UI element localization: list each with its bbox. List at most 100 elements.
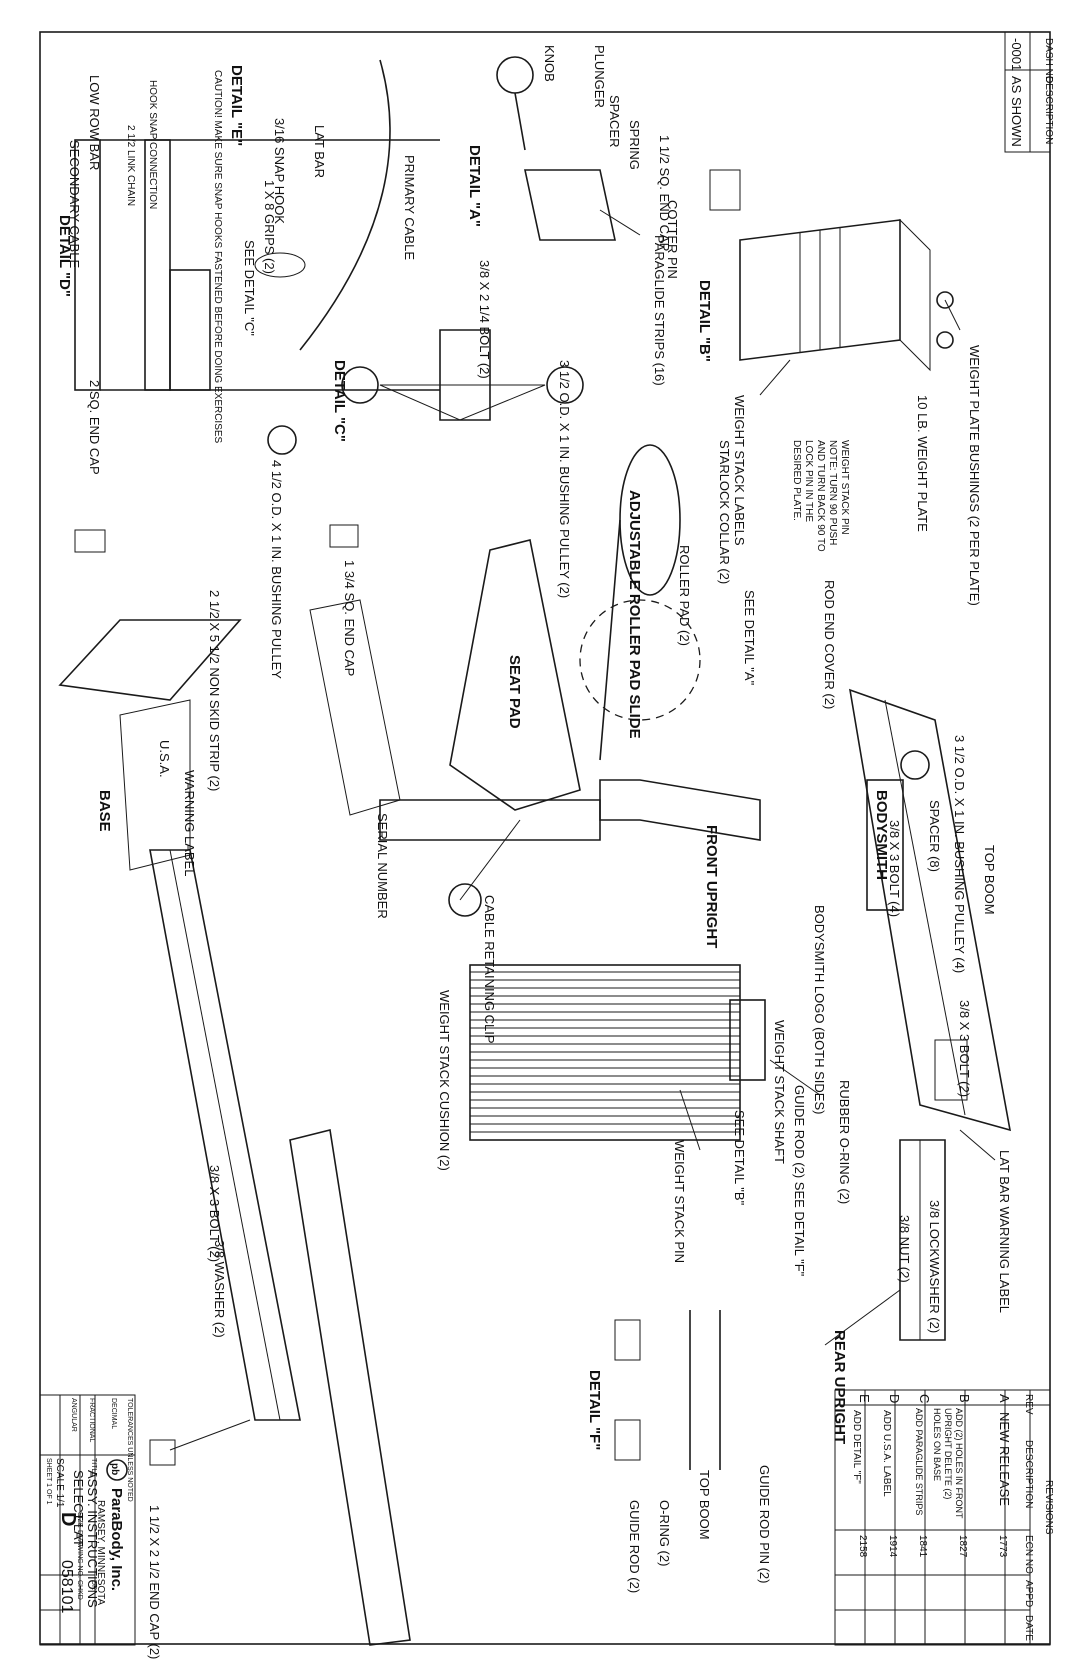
see-detail-a-label: SEE DETAIL "A" — [742, 590, 757, 686]
low-row-bar-label: LOW ROW BAR — [87, 75, 102, 170]
rear-upright: REAR UPRIGHT LAT BAR WARNING LABEL — [831, 1139, 1012, 1444]
end-cap-icon — [709, 169, 741, 211]
grips-top-label: 1 X 8 GRIPS (2) — [262, 180, 277, 274]
hook-snap-label: HOOK SNAP CONNECTION — [147, 80, 158, 209]
nut-label: 3/8 NUT (2) — [897, 1215, 912, 1283]
roller-pad-assembly: ROLLER PAD (2) STARLOCK COLLAR (2) ADJUS… — [579, 440, 837, 761]
secondary-cable-label: SECONDARY CABLE — [67, 140, 82, 268]
bushing-pulley-c-label: 3 1/2 O.D. X 1 IN. BUSHING PULLEY (2) — [557, 360, 572, 598]
title-label: TITLE — [90, 1458, 97, 1477]
detail-f-label: DETAIL "F" — [586, 1370, 603, 1450]
ecn-col: ECN NO — [1023, 1535, 1034, 1574]
revisions-block: REVISIONS REV DESCRIPTION ECN NO APPD DA… — [834, 1389, 1054, 1646]
drawing-title-1: ASSY. INSTRUCTIONS — [85, 1470, 100, 1608]
front-upright: FRONT UPRIGHT — [379, 779, 761, 948]
rev-e-ecn: 2158 — [857, 1535, 868, 1558]
top-boom-f-label: TOP BOOM — [697, 1470, 712, 1540]
detail-e-label: DETAIL "E" — [228, 65, 245, 146]
rev-col: REV — [1023, 1394, 1034, 1415]
lat-bar-warning-label: LAT BAR WARNING LABEL — [997, 1150, 1012, 1313]
starlock-label: STARLOCK COLLAR (2) — [717, 440, 732, 584]
weight-stack: WEIGHT STACK SHAFT WEIGHT STACK PIN SEE … — [437, 964, 852, 1277]
drawing-border — [39, 31, 1051, 1645]
dash-no-label: DASH NO — [1043, 38, 1054, 84]
usa-label: U.S.A. — [157, 740, 172, 778]
detail-c-assembly: DETAIL "C" 3/8 X 2 1/4 BOLT (2) 3 1/2 O.… — [331, 260, 584, 598]
bottom-callouts: 1 1/2 X 2 1/2 END CAP (2) 3/8 WASHER (2)… — [147, 1165, 227, 1659]
warning-label-text: WARNING LABEL — [182, 770, 197, 876]
rev-b-desc: ADD (2) HOLES IN FRONT UPRIGHT DELETE (2… — [932, 1408, 964, 1519]
drawing-title-2: SELECT LAT — [71, 1470, 86, 1547]
angular-label: ANGULAR — [70, 1398, 77, 1432]
see-detail-c-label: SEE DETAIL "C" — [242, 240, 257, 336]
svg-text:pb: pb — [109, 1463, 120, 1475]
rev-c-ecn: 1841 — [917, 1535, 928, 1558]
rear-base-leg — [289, 1129, 411, 1646]
serial-number-label: SERIAL NUMBER — [375, 813, 390, 919]
drawing-no: 058101 — [58, 1560, 75, 1613]
weight-stack-cushion-label: WEIGHT STACK CUSHION (2) — [437, 990, 452, 1171]
detail-b-label: DETAIL "B" — [696, 280, 713, 362]
leader-lines — [169, 209, 996, 1451]
bolt-3-right-label: 3/8 X 3 BOLT (2) — [957, 1000, 972, 1097]
front-upright-label: FRONT UPRIGHT — [703, 825, 720, 948]
lockwasher-label: 3/8 LOCKWASHER (2) — [927, 1200, 942, 1333]
rev-a-desc: NEW RELEASE — [997, 1412, 1012, 1506]
size-label: SIZE — [76, 1512, 83, 1528]
detail-a-label: DETAIL "A" — [466, 145, 483, 227]
end-cap-15x25-label: 1 1/2 X 2 1/2 END CAP (2) — [147, 1505, 162, 1659]
rubber-oring-label: RUBBER O-RING (2) — [837, 1080, 852, 1204]
weight-stack-pin-note: WEIGHT STACK PIN NOTE: TURN 90 PUSH AND … — [791, 440, 850, 552]
bolt-bottom-label: 3/8 X 3 BOLT (2) — [207, 1165, 222, 1262]
knob-icon — [496, 56, 534, 94]
detail-a-assembly: DETAIL "A" PLUNGER KNOB SPRING SPACER CO… — [466, 45, 741, 386]
rod-end-cover-label: ROD END COVER (2) — [822, 580, 837, 709]
ten-lb-plate-label: 10 LB. WEIGHT PLATE — [915, 395, 930, 532]
spring-label: SPRING — [627, 120, 642, 170]
lat-bar-warning-decal — [934, 1039, 968, 1101]
rev-b: B — [957, 1394, 972, 1403]
lat-bar-label: LAT BAR — [312, 125, 327, 178]
rev-c-desc: ADD PARAGLIDE STRIPS — [914, 1408, 924, 1516]
description-label: DESCRIPTION — [1043, 76, 1054, 144]
detail-c-label: DETAIL "C" — [331, 360, 348, 442]
rev-c: C — [917, 1394, 932, 1403]
rev-d: D — [887, 1394, 902, 1403]
base: BASE U.S.A. — [58, 619, 411, 1646]
rev-e: E — [857, 1394, 872, 1403]
caution-label: CAUTION! MAKE SURE SNAP HOOKS FASTENED B… — [212, 70, 223, 444]
detail-f-assembly: DETAIL "F" GUIDE ROD PIN (2) O-RING (2) … — [586, 1310, 772, 1593]
checked-label: CHKD — [76, 1580, 83, 1600]
non-skid-strip — [119, 699, 191, 871]
rev-d-ecn: 1914 — [887, 1535, 898, 1558]
pulley-bottom-label: 4 1/2 O.D. X 1 IN. BUSHING PULLEY — [269, 460, 284, 679]
desc-col: DESCRIPTION — [1023, 1440, 1034, 1508]
drawn-label: DR — [90, 1580, 97, 1590]
company-location: RAMSEY, MINNESOTA — [95, 1500, 106, 1606]
base-label: BASE — [96, 790, 113, 832]
bodysmith-logo-label: BODYSMITH LOGO (BOTH SIDES) — [812, 905, 827, 1114]
weight-stack-labels-label: WEIGHT STACK LABELS — [732, 395, 747, 546]
appd-col: APPD — [1023, 1580, 1034, 1607]
detail-b-assembly: DETAIL "B" WEIGHT PLATE BUSHINGS (2 PER … — [696, 218, 982, 606]
parabody-logo: pb — [106, 1459, 128, 1481]
drawing-no-label: DRAWING NO. — [76, 1530, 83, 1578]
adjustable-roller-label: ADJUSTABLE ROLLER PAD SLIDE — [626, 490, 643, 739]
upper-right-callouts: 3 1/2 O.D. X 1 IN. BUSHING PULLEY (4) SP… — [812, 735, 972, 1333]
sheet: SHEET 1 OF 1 — [45, 1458, 52, 1505]
non-skid-label: 2 1/2 X 5 1/2 NON SKID STRIP (2) — [207, 590, 222, 791]
washer-bolt-label: 3/8 X 2 1/4 BOLT (2) — [477, 260, 492, 379]
spacer-a-label: SPACER — [607, 95, 622, 148]
washer-bottom-label: 3/8 WASHER (2) — [212, 1240, 227, 1338]
rev-e-desc: ADD DETAIL "F" — [851, 1410, 862, 1484]
lat-bar-icon — [299, 59, 391, 351]
dash-block: DASH NO DESCRIPTION -0001 AS SHOWN — [1004, 31, 1054, 153]
link-chain-label: 2 1/2 LINK CHAIN — [125, 125, 136, 206]
oring-label: O-RING (2) — [657, 1500, 672, 1566]
primary-cable-label: PRIMARY CABLE — [402, 155, 417, 260]
plunger-label: PLUNGER — [592, 45, 607, 108]
cable-retaining-label: CABLE RETAINING CLIP — [482, 895, 497, 1044]
rev-a-ecn: 1773 — [997, 1535, 1008, 1558]
